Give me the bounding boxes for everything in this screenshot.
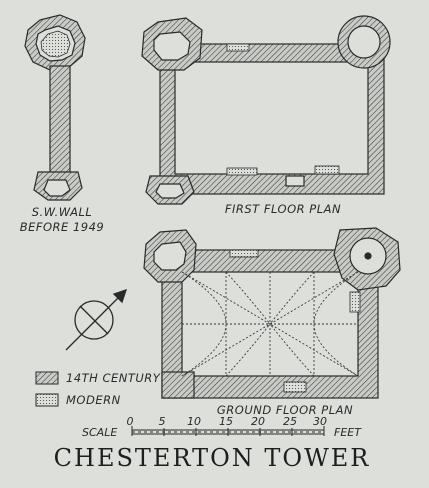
drawing-title: CHESTERTON TOWER [54,444,371,472]
sw-wall-shaft [49,65,71,177]
ground-floor-vault-ribs [181,271,359,377]
legend-century-label: 14TH CENTURY [66,371,161,385]
ground-floor-modern-3 [349,291,361,313]
legend-modern-label: MODERN [66,393,121,407]
sw-wall-spiral [40,30,71,58]
first-floor-room [174,61,369,175]
sw-wall-label-line1: S.W.WALL [32,205,93,219]
ground-floor-modern-1 [229,249,259,258]
legend-century-swatch [35,371,59,385]
first-floor-plan [141,15,391,205]
ground-floor-stair-newel [364,252,372,260]
ground-floor-modern-2 [283,381,307,393]
first-floor-ne-room [347,25,381,59]
first-floor-modern-2 [314,165,340,175]
scale-tick-25: 25 [283,415,297,428]
first-floor-sw-room [155,183,185,199]
legend-modern-swatch [35,393,59,407]
first-floor-label: FIRST FLOOR PLAN [225,202,341,216]
scale-bar [131,426,325,436]
sw-wall-plan [24,14,86,201]
scale-tick-15: 15 [219,415,233,428]
first-floor-modern-1 [226,167,258,176]
scale-unit: FEET [334,426,362,439]
ground-floor-plan [143,227,401,399]
scale-tick-20: 20 [251,415,265,428]
first-floor-nw-room [153,31,191,61]
ground-floor-sw-bay [161,371,195,399]
sw-wall-label-line2: BEFORE 1949 [20,220,105,234]
scale-label: SCALE [82,426,117,439]
ground-floor-nw-room [153,241,187,271]
north-arrow [65,288,128,351]
scale-tick-30: 30 [313,415,327,428]
scale-tick-5: 5 [159,415,166,428]
sw-wall-south-room [43,179,71,197]
first-floor-modern-3 [226,43,250,52]
first-floor-doorway [285,175,305,187]
scale-tick-0: 0 [127,415,134,428]
ground-floor-label: GROUND FLOOR PLAN [217,403,353,417]
scale-tick-10: 10 [187,415,201,428]
